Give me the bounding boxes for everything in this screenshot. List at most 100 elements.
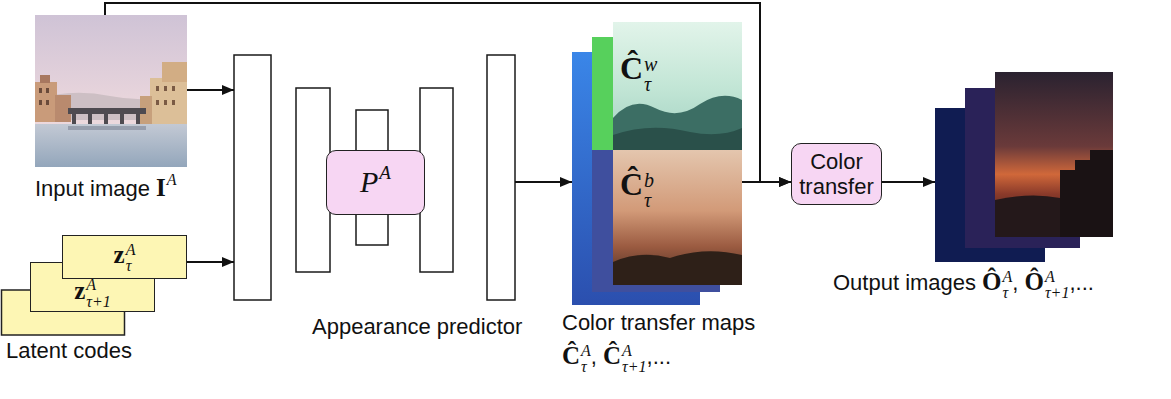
network-layers-part — [234, 55, 271, 300]
node-text: zAτ+1 — [74, 275, 111, 310]
color-transfer-box: Color transfer — [791, 143, 882, 205]
text-line: Ĉbτ — [620, 168, 654, 210]
color-map-stack-part — [613, 96, 742, 150]
input-photo-part — [72, 114, 76, 124]
script-stack: Aτ+1 — [1045, 269, 1070, 302]
input-photo-part — [156, 100, 159, 105]
superscript: A — [86, 277, 111, 293]
flow-arrow — [515, 181, 572, 183]
math-term: IA — [156, 172, 177, 200]
node-text: Appearance predictor — [312, 310, 522, 344]
input-photo-part — [68, 108, 146, 114]
text-line: Color transfer maps — [562, 306, 755, 340]
node-text: Ĉbτ — [620, 168, 654, 210]
node-label: , — [591, 344, 597, 369]
output-image-stack-part — [995, 195, 1060, 237]
math-term: ĈAτ — [562, 343, 591, 376]
math-symbol: z — [74, 277, 85, 304]
math-term: Ĉbτ — [620, 168, 654, 210]
input-photo-part — [150, 78, 187, 124]
superscript: A — [1003, 269, 1013, 285]
appearance-predictor: Appearance predictorPA — [234, 55, 515, 300]
input-photo-part — [162, 62, 187, 82]
network-layers-part — [296, 88, 330, 272]
script-stack: Aτ+1 — [86, 277, 111, 310]
math-symbol: Ĉ — [620, 166, 643, 202]
subscript: τ+1 — [86, 294, 111, 310]
input-photo-part — [39, 88, 42, 93]
node-label: Input image — [35, 176, 150, 201]
node-text: zAτ — [114, 239, 136, 274]
node-text: Ĉwτ — [620, 52, 657, 94]
flow-arrow — [105, 3, 791, 182]
math-term: Ĉwτ — [620, 52, 657, 94]
script-stack: Aτ — [581, 343, 591, 376]
subscript: τ — [126, 258, 136, 274]
superscript: A — [167, 171, 177, 188]
math-symbol: Ô — [982, 268, 1001, 295]
node-label: Color transfer — [799, 149, 874, 199]
math-symbol: Ĉ — [562, 342, 580, 369]
superscript: A — [126, 242, 136, 258]
input-photo-part — [35, 82, 57, 122]
color-transfer-maps: Color transfer mapsĈAτ,ĈAτ+1,...ĈwτĈbτ — [572, 22, 742, 305]
node-label: ,... — [647, 344, 671, 369]
color-map-stack-part — [613, 128, 742, 150]
color-map-stack — [572, 22, 742, 305]
input-photo — [35, 15, 187, 167]
flow-arrow — [187, 261, 234, 263]
node-label: Output images — [833, 270, 976, 295]
color-map-stack-part — [613, 22, 742, 150]
input-photo-part — [136, 114, 140, 124]
superscript: A — [622, 343, 647, 359]
script-stack: bτ — [644, 170, 654, 211]
input-photo-part — [40, 75, 50, 83]
subscript: τ — [581, 359, 591, 375]
output-image-stack — [935, 72, 1113, 262]
text-line: zAτ+1 — [74, 275, 111, 310]
subscript: τ — [644, 74, 657, 94]
math-term: ĈAτ+1 — [603, 343, 647, 376]
text-line: ĈAτ,ĈAτ+1,... — [562, 340, 755, 375]
network-layers-part — [487, 55, 515, 300]
node-text: Color transfer mapsĈAτ,ĈAτ+1,... — [562, 306, 755, 375]
latent-code-box: zAτ — [62, 235, 187, 279]
superscript: A — [581, 343, 591, 359]
math-symbol: I — [156, 174, 166, 201]
output-image-stack-part — [1060, 150, 1113, 237]
subscript: τ+1 — [622, 359, 647, 375]
network-layers — [234, 55, 515, 300]
predictor-block: PA — [326, 150, 425, 215]
color-map-w: Ĉwτ — [613, 22, 742, 150]
input-photo-part — [172, 86, 175, 91]
script-stack: wτ — [644, 54, 657, 95]
input-photo-part — [104, 114, 108, 124]
node-label: ,... — [1069, 270, 1093, 295]
node-text: Input imageIA — [35, 172, 176, 206]
math-term: ÔAτ — [982, 269, 1012, 302]
text-line: Color transfer — [795, 149, 878, 200]
group-label: Latent codes — [6, 338, 1171, 364]
input-photo-part — [172, 100, 175, 105]
text-line: Output imagesÔAτ,ÔAτ+1,... — [833, 266, 1094, 301]
script-stack: Aτ — [126, 242, 136, 275]
color-map-stack-part — [613, 251, 742, 285]
color-map-b: Ĉbτ — [613, 150, 742, 285]
subscript: τ — [644, 190, 654, 210]
node-label: Color transfer maps — [562, 310, 755, 335]
math-symbol: P — [360, 165, 378, 198]
math-symbol: Ĉ — [620, 50, 643, 86]
node-label: Appearance predictor — [312, 314, 522, 339]
node-label: , — [1012, 270, 1018, 295]
output-image-stack-part — [995, 72, 1113, 237]
node-text: Color transfer — [795, 149, 878, 200]
input-photo-part — [35, 15, 187, 167]
math-symbol: Ô — [1024, 268, 1043, 295]
math-symbol: z — [114, 241, 125, 268]
input-image: Input imageIA — [35, 15, 187, 167]
output-images: Output imagesÔAτ,ÔAτ+1,... — [935, 72, 1113, 262]
input-photo-part — [88, 114, 92, 124]
input-photo-part — [35, 124, 187, 167]
